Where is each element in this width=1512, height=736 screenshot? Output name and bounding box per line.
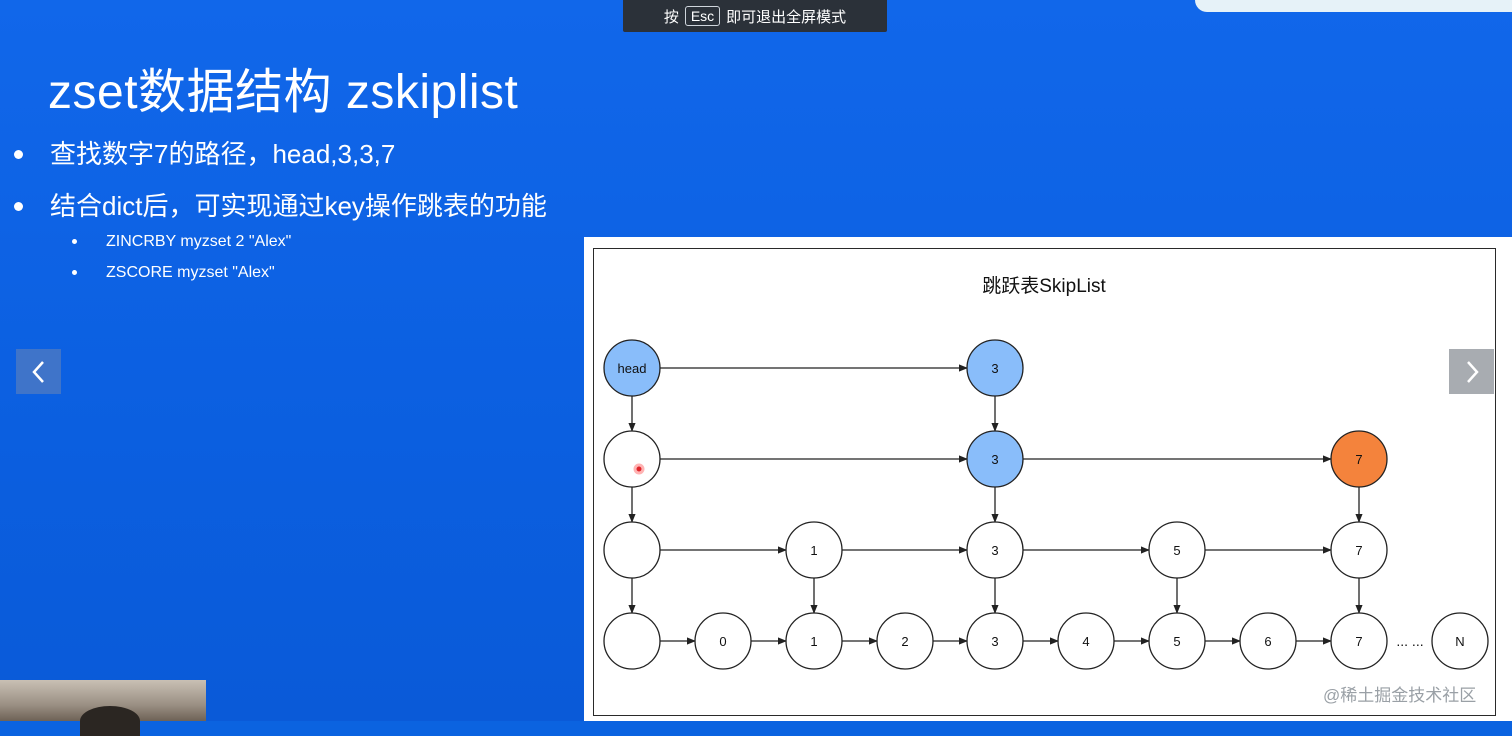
sub-bullet-item: ZSCORE myzset "Alex" — [70, 263, 291, 283]
chevron-right-icon — [1466, 360, 1479, 383]
node-circle — [603, 612, 661, 670]
skiplist-node: 4 — [1057, 612, 1115, 670]
node-circle — [603, 339, 661, 397]
sub-bullet-item: ZINCRBY myzset 2 "Alex" — [70, 232, 291, 252]
skiplist-node: 0 — [694, 612, 752, 670]
node-label: 3 — [991, 634, 998, 649]
corner-panel — [1195, 0, 1512, 12]
node-circle — [785, 521, 843, 579]
watermark: @稀土掘金技术社区 — [1323, 686, 1477, 705]
figure-title: 跳跃表SkipList — [982, 275, 1106, 297]
node-circle — [966, 339, 1024, 397]
node-circle — [603, 430, 661, 488]
skiplist-node: 7 — [1330, 430, 1388, 488]
node-label: 3 — [991, 452, 998, 467]
node-circle — [1148, 612, 1206, 670]
ellipsis-label: ... ... — [1396, 633, 1423, 649]
bullet-list: 查找数字7的路径，head,3,3,7 结合dict后，可实现通过key操作跳表… — [14, 138, 547, 242]
node-label: 2 — [901, 634, 908, 649]
node-circle — [1431, 612, 1489, 670]
webcam-thumbnail — [0, 680, 206, 736]
bullet-item: 查找数字7的路径，head,3,3,7 — [14, 138, 547, 170]
skiplist-node: 2 — [876, 612, 934, 670]
node-label: 3 — [991, 361, 998, 376]
node-circle — [694, 612, 752, 670]
node-label: 5 — [1173, 543, 1180, 558]
node-circle — [876, 612, 934, 670]
node-label: 3 — [991, 543, 998, 558]
bullet-text: 结合dict后，可实现通过key操作跳表的功能 — [50, 191, 547, 221]
node-label: 1 — [810, 634, 817, 649]
node-circle — [1148, 521, 1206, 579]
slide-title: zset数据结构 zskiplist — [48, 66, 519, 119]
skiplist-node: 5 — [1148, 521, 1206, 579]
node-circle — [1239, 612, 1297, 670]
node-circle — [603, 521, 661, 579]
node-label: 5 — [1173, 634, 1180, 649]
sub-bullet-text: ZSCORE myzset "Alex" — [106, 264, 275, 281]
skiplist-node: 3 — [966, 612, 1024, 670]
esc-key[interactable]: Esc — [684, 6, 721, 26]
bullet-item: 结合dict后，可实现通过key操作跳表的功能 — [14, 190, 547, 222]
node-label: 7 — [1355, 452, 1362, 467]
skiplist-node: 1 — [785, 612, 843, 670]
skiplist-node: 7 — [1330, 612, 1388, 670]
node-label: 7 — [1355, 543, 1362, 558]
skiplist-node: head — [603, 339, 661, 397]
node-circle — [966, 612, 1024, 670]
esc-banner-suffix: 即可退出全屏模式 — [726, 8, 847, 26]
bullet-text: 查找数字7的路径，head,3,3,7 — [50, 139, 396, 169]
skiplist-node: 3 — [966, 521, 1024, 579]
node-label: 6 — [1264, 634, 1271, 649]
node-label: 1 — [810, 543, 817, 558]
node-circle — [966, 430, 1024, 488]
skiplist-node — [603, 430, 661, 488]
skiplist-node: 7 — [1330, 521, 1388, 579]
fullscreen-exit-banner: 按 Esc 即可退出全屏模式 — [623, 0, 887, 32]
sub-bullet-list: ZINCRBY myzset 2 "Alex" ZSCORE myzset "A… — [70, 232, 291, 294]
node-label: 4 — [1082, 634, 1089, 649]
skiplist-node — [603, 612, 661, 670]
sub-bullet-text: ZINCRBY myzset 2 "Alex" — [106, 233, 292, 250]
sub-bullet-dot — [72, 270, 77, 275]
skiplist-node: N — [1431, 612, 1489, 670]
node-circle — [1330, 430, 1388, 488]
bullet-dot — [14, 150, 23, 159]
node-circle — [1330, 521, 1388, 579]
chevron-left-icon — [31, 360, 44, 383]
laser-pointer-dot — [633, 463, 645, 475]
webcam-person — [80, 706, 140, 736]
skiplist-node: 3 — [966, 430, 1024, 488]
previous-slide-button[interactable] — [16, 349, 61, 394]
node-circle — [966, 521, 1024, 579]
next-slide-button[interactable] — [1449, 349, 1494, 394]
esc-banner-prefix: 按 — [663, 8, 679, 26]
node-circle — [1330, 612, 1388, 670]
node-circle — [785, 612, 843, 670]
node-label: 7 — [1355, 634, 1362, 649]
node-label: head — [618, 361, 647, 376]
skiplist-node: 1 — [785, 521, 843, 579]
node-label: N — [1455, 634, 1464, 649]
node-circle — [1057, 612, 1115, 670]
bullet-dot — [14, 202, 23, 211]
skiplist-node: 5 — [1148, 612, 1206, 670]
skiplist-node — [603, 521, 661, 579]
skiplist-node: 3 — [966, 339, 1024, 397]
node-label: 0 — [719, 634, 726, 649]
sub-bullet-dot — [72, 239, 77, 244]
skiplist-node: 6 — [1239, 612, 1297, 670]
